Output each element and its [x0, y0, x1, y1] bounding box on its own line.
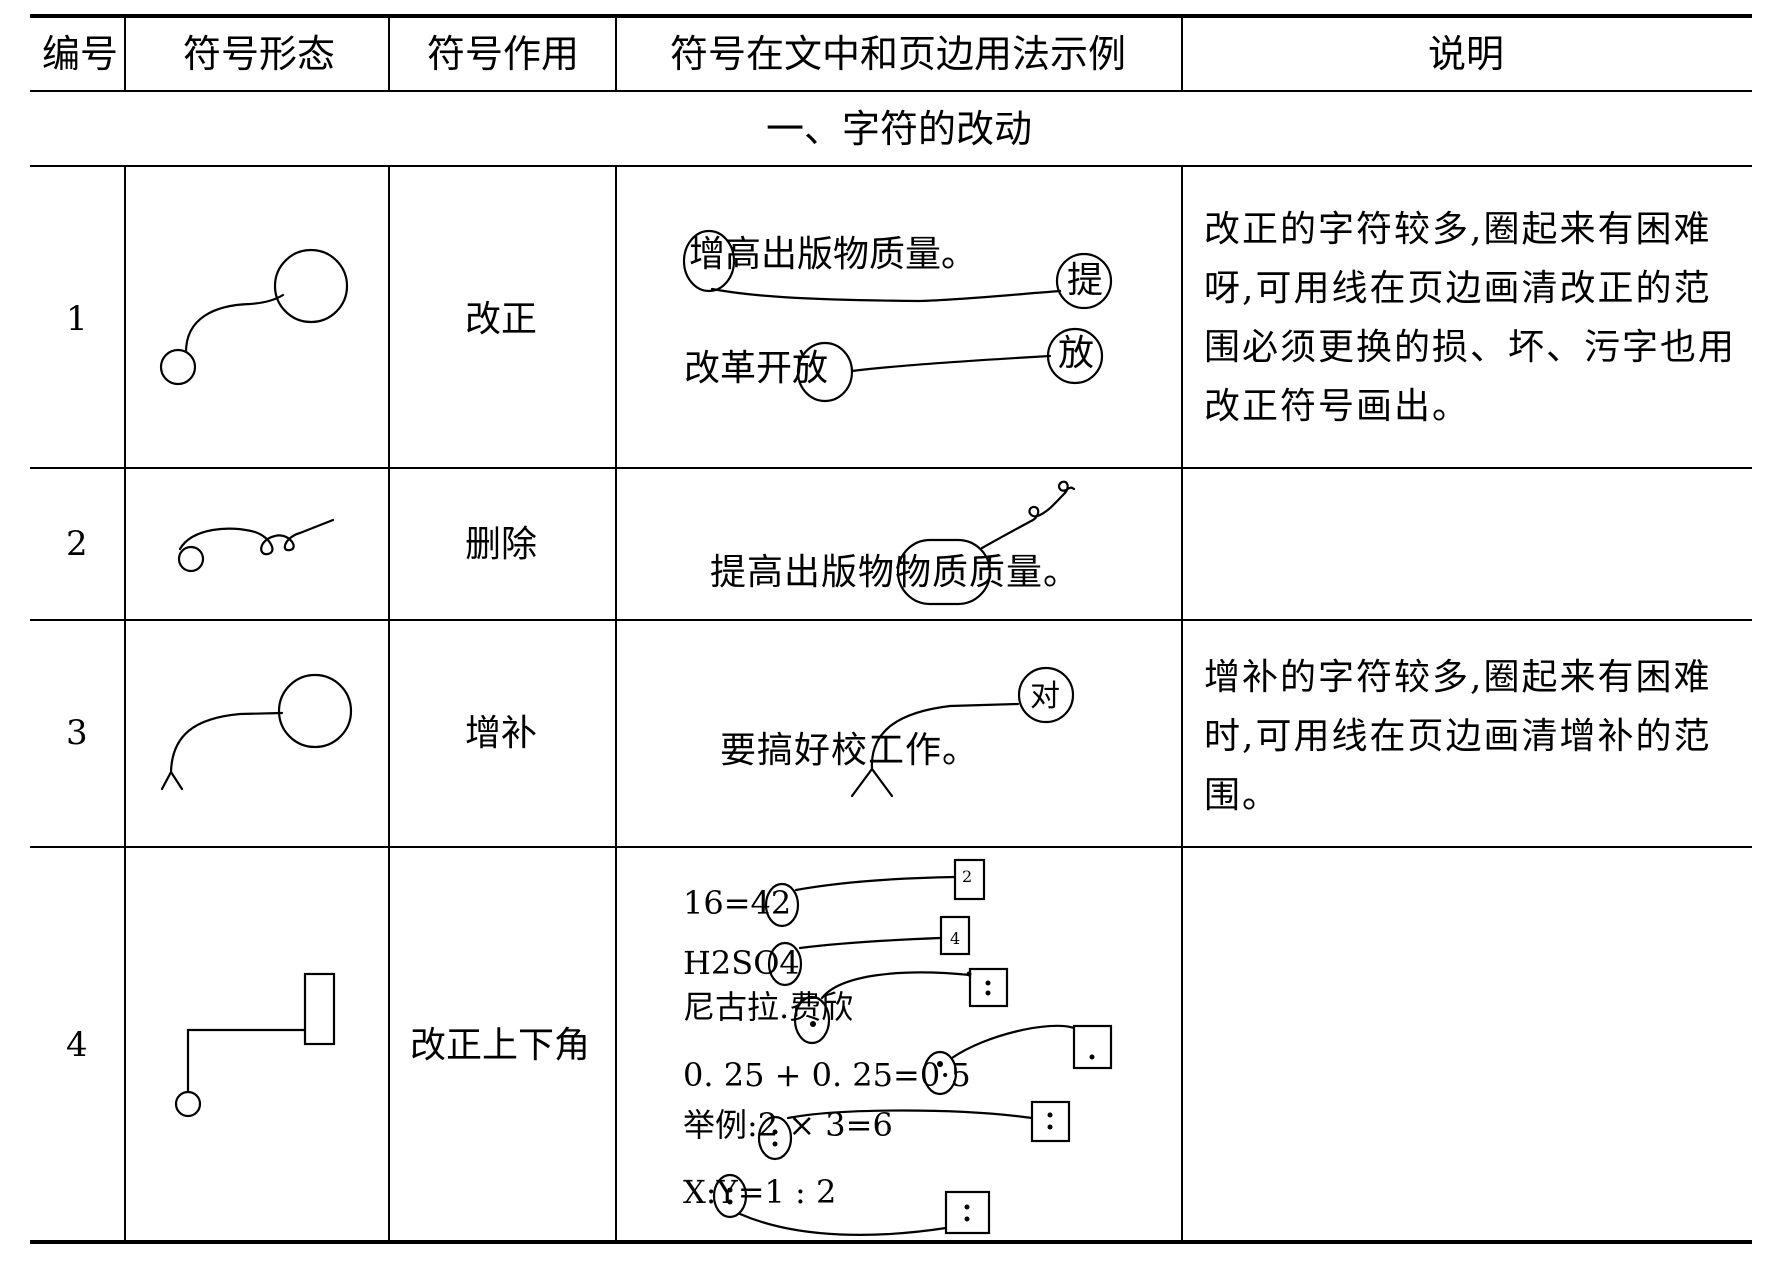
row-4-number: 4 — [66, 1025, 88, 1065]
row-2-number: 2 — [66, 524, 88, 564]
example-line: 要搞好校工作。 — [720, 730, 979, 771]
description-line: 增补的字符较多,圈起来有困难 — [1204, 657, 1712, 698]
row-1-example-marks — [682, 229, 1113, 403]
header-symbol-shape: 符号形态 — [183, 32, 336, 76]
section-bottom-rule — [30, 165, 1752, 167]
example-line: 举例:2 × 3=6 — [683, 1106, 893, 1144]
row-4-function: 改正上下角 — [410, 1025, 591, 1066]
example-line: 改革开放 — [684, 348, 828, 389]
table-top-rule — [30, 14, 1752, 18]
margin-mark: 对 — [1030, 679, 1060, 714]
description-line: 围必须更换的损、坏、污字也用 — [1204, 327, 1737, 368]
margin-box-dots — [727, 971, 1095, 1222]
insertion-symbol-icon — [160, 673, 353, 791]
example-line: 0. 25 + 0. 25=0·5 — [683, 1056, 971, 1094]
example-line: 增高出版物质量。 — [689, 234, 977, 275]
superscript-symbol-icon — [174, 972, 336, 1118]
row-2-bottom-rule — [30, 619, 1752, 621]
row-1-bottom-rule — [30, 467, 1752, 469]
margin-mark: 放 — [1058, 333, 1094, 374]
example-line: 提高出版物物质质量。 — [710, 552, 1080, 593]
margin-mark: 2 — [962, 867, 972, 886]
header-symbol-function: 符号作用 — [427, 32, 580, 76]
column-divider — [615, 166, 617, 1242]
deletion-symbol-icon — [177, 518, 335, 573]
example-text: 增高出版物质量。 提 改革开放 放 提高出版物物质质量。 要搞好校工作。 对 — [684, 234, 1103, 771]
correction-symbol-icon — [159, 248, 349, 386]
table-bottom-rule — [30, 1240, 1752, 1244]
header-description: 说明 — [1428, 32, 1505, 76]
row-1-number: 1 — [66, 299, 88, 339]
header-divider — [1181, 16, 1183, 91]
row-1-description: 改正的字符较多,圈起来有困难呀,可用线在页边画清改正的范围必须更换的损、坏、污字… — [1204, 200, 1736, 436]
column-divider — [124, 166, 126, 1242]
row-2-example-marks — [896, 480, 1076, 606]
margin-mark: 提 — [1067, 260, 1103, 301]
row-1-function: 改正 — [465, 299, 538, 340]
row-2-function: 删除 — [465, 524, 538, 565]
description-line: 围。 — [1204, 775, 1281, 816]
header-number: 编号 — [42, 32, 119, 76]
description-line: 改正符号画出。 — [1204, 386, 1471, 427]
example-line: 尼古拉.费欣 — [683, 988, 853, 1026]
margin-mark: 4 — [950, 929, 960, 948]
row-3-example-marks — [850, 666, 1075, 798]
row-4-example-text: 16=42 2 H2SO4 4 尼古拉.费欣 0. 25 + 0. 25=0·5… — [683, 867, 972, 1211]
header-divider — [124, 16, 126, 91]
section-title: 一、字符的改动 — [766, 107, 1033, 151]
description-line: 时,可用线在页边画清增补的范 — [1204, 716, 1712, 757]
description-line: 呀,可用线在页边画清改正的范 — [1204, 268, 1712, 309]
header-usage-example: 符号在文中和页边用法示例 — [670, 32, 1127, 76]
header-divider — [388, 16, 390, 91]
header-divider — [615, 16, 617, 91]
example-line: 16=42 — [683, 884, 791, 922]
example-line: H2SO4 — [683, 944, 800, 982]
column-divider — [1181, 166, 1183, 1242]
row-3-description: 增补的字符较多,圈起来有困难时,可用线在页边画清增补的范围。 — [1204, 648, 1711, 825]
example-line: X:Y=1 : 2 — [683, 1173, 836, 1211]
row-4-example-marks — [712, 858, 1113, 1236]
description-line: 改正的字符较多,圈起来有困难 — [1204, 209, 1712, 250]
column-divider — [388, 166, 390, 1242]
row-3-number: 3 — [66, 713, 88, 753]
header-bottom-rule — [30, 90, 1752, 92]
row-3-function: 增补 — [465, 713, 538, 754]
row-3-bottom-rule — [30, 846, 1752, 848]
